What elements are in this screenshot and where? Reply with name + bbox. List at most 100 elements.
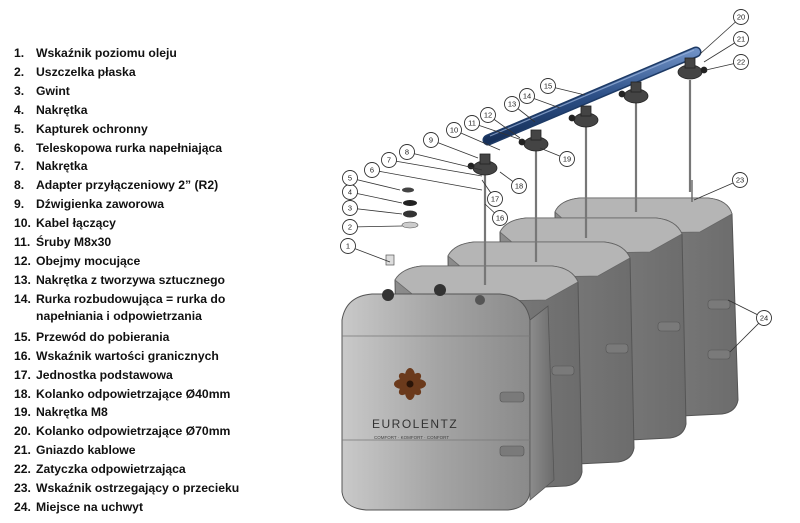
callout-number: 12 <box>484 111 492 120</box>
legend-text: Miejsce na uchwyt <box>36 499 144 514</box>
callout-circle <box>399 144 415 160</box>
callout-circle <box>504 96 520 112</box>
legend-item: 10. Kabel łączący <box>14 214 314 233</box>
legend-text: Nakrętka <box>36 159 88 174</box>
legend-item: 9. Dźwigienka zaworowa <box>14 195 314 214</box>
callout-circle <box>342 170 358 186</box>
legend-item: 3.Gwint <box>14 82 314 101</box>
brand-logo <box>394 368 426 400</box>
parts-legend: 1. Wskaźnik poziomu oleju 2. Uszczelka płas… <box>14 44 314 517</box>
callout-number: 7 <box>387 156 391 165</box>
callout-circle <box>464 115 480 131</box>
callout-circle <box>732 172 748 188</box>
legend-text: Teleskopowa rurka napełniająca <box>36 140 223 155</box>
callout-circle <box>446 122 462 138</box>
legend-text: Wskaźnik ostrzegający o przecieku <box>36 481 240 496</box>
legend-number: 8. <box>14 178 25 193</box>
callout-circle <box>511 178 527 194</box>
legend-number: 23. <box>14 481 31 496</box>
legend-number: 2. <box>14 64 25 79</box>
callout-number: 6 <box>370 166 374 175</box>
legend-number: 20. <box>14 424 31 439</box>
legend-number: 19. <box>14 405 31 420</box>
callout-number: 19 <box>563 155 571 164</box>
legend-number: 9. <box>14 197 25 212</box>
legend-number: 6. <box>14 140 25 155</box>
callout-number: 23 <box>736 176 744 185</box>
fill-rods <box>483 80 692 285</box>
legend-item: 16.Wskaźnik wartości granicznych <box>14 347 314 366</box>
legend-text: Wskaźnik poziomu oleju <box>36 46 177 60</box>
connecting-pipe <box>482 46 702 146</box>
legend-text: Rurka rozbudowująca = rurka do napełnian… <box>36 291 226 323</box>
valve-units <box>467 57 708 176</box>
legend-text: Przewód do pobierania <box>36 329 170 344</box>
legend-number: 1. <box>14 46 25 60</box>
exploded-small-parts <box>385 187 419 266</box>
legend-number: 13. <box>14 272 31 287</box>
legend-text: Adapter przyłączeniowy 2” (R2) <box>36 178 219 193</box>
callout-circle <box>487 191 503 207</box>
callout-circle <box>733 9 749 25</box>
legend-text: Nakrętka M8 <box>36 405 108 420</box>
callout-circle <box>559 151 575 167</box>
callout-number: 11 <box>468 119 476 128</box>
legend-number: 14. <box>14 291 31 306</box>
legend-number: 4. <box>14 102 25 117</box>
legend-item: 12. Obejmy mocujące <box>14 252 314 271</box>
callout-number: 5 <box>348 174 352 183</box>
callout-number: 14 <box>523 92 531 101</box>
callout-number: 4 <box>348 188 352 197</box>
legend-text: Kolanko odpowietrzające Ø40mm <box>36 386 231 401</box>
legend-item: 24.Miejsce na uchwyt <box>14 498 314 517</box>
legend-text: Nakrętka <box>36 102 88 117</box>
legend-text: Kabel łączący <box>36 216 116 231</box>
legend-number: 22. <box>14 462 31 477</box>
callout-circle <box>540 78 556 94</box>
callout-number: 22 <box>737 58 745 67</box>
legend-text: Obejmy mocujące <box>36 253 141 268</box>
callout-leader-line <box>430 139 479 159</box>
callout-leader-line <box>349 177 401 191</box>
legend-item: 2. Uszczelka płaska <box>14 63 314 82</box>
callout-number: 21 <box>737 35 745 44</box>
legend-text: Uszczelka płaska <box>36 64 136 79</box>
legend-text: Nakrętka z tworzywa sztucznego <box>36 272 225 287</box>
callout-leader-line <box>453 129 501 151</box>
legend-item: 23. Wskaźnik ostrzegający o przecieku <box>14 479 314 498</box>
callout-circle <box>342 200 358 216</box>
legend-number: 21. <box>14 443 31 458</box>
legend-text: Kapturek ochronny <box>36 121 148 136</box>
callout-number: 16 <box>496 214 504 223</box>
legend-item: 14. Rurka rozbudowująca = rurka do napełn… <box>14 290 314 328</box>
brand-tagline: COMFORT · KOMFORT · CONFORT <box>374 435 449 440</box>
legend-text: Wskaźnik wartości granicznych <box>36 348 219 363</box>
callout-number: 18 <box>515 182 523 191</box>
legend-number: 12. <box>14 253 31 268</box>
callout-number: 24 <box>760 314 768 323</box>
legend-item: 4. Nakrętka <box>14 101 314 120</box>
callout-circle <box>733 31 749 47</box>
callout-number: 9 <box>429 136 433 145</box>
legend-text: Gwint <box>36 83 70 98</box>
callout-circle <box>381 152 397 168</box>
legend-text: Kolanko odpowietrzające Ø70mm <box>36 424 231 439</box>
callout-circle <box>364 162 380 178</box>
legend-number: 10. <box>14 216 31 231</box>
legend-number: 11. <box>14 235 31 250</box>
legend-item: 18.Kolanko odpowietrzające Ø40mm <box>14 385 314 404</box>
legend-text: Dźwigienka zaworowa <box>36 197 164 212</box>
callout-number: 2 <box>348 223 352 232</box>
callout-circle <box>733 54 749 70</box>
callout-leader-line <box>699 16 742 55</box>
legend-number: 15. <box>14 329 31 344</box>
callout-circle <box>492 210 508 226</box>
legend-text: Śruby M8x30 <box>36 235 112 250</box>
callout-number: 15 <box>544 82 552 91</box>
legend-item: 8. Adapter przyłączeniowy 2” (R2) <box>14 176 314 195</box>
legend-item: 7.Nakrętka <box>14 157 314 176</box>
callout-number: 13 <box>508 100 516 109</box>
callout-circle <box>756 310 772 326</box>
callout-number: 17 <box>491 195 499 204</box>
